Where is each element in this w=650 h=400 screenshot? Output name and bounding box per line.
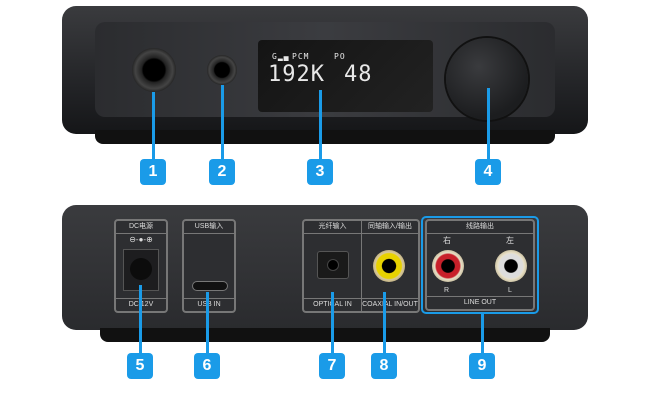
rca-left-port xyxy=(495,250,527,282)
badge-5: 5 xyxy=(127,353,153,379)
coaxial-port xyxy=(373,250,405,282)
coaxial-bottom-label: COAXIAL IN/OUT xyxy=(361,298,418,311)
headphone-jack-6-35 xyxy=(132,48,176,92)
usb-panel: USB输入 USB IN xyxy=(182,219,236,313)
optical-port xyxy=(317,251,349,279)
device-back-base xyxy=(100,328,550,342)
callout-line-2 xyxy=(221,85,224,162)
usb-c-port xyxy=(192,281,228,291)
lineout-bottom-label: LINE OUT xyxy=(427,296,533,309)
dc-title: DC电源 xyxy=(116,221,166,234)
usb-bottom-label: USB IN xyxy=(184,298,234,311)
badge-6: 6 xyxy=(194,353,220,379)
usb-title: USB输入 xyxy=(184,221,234,234)
callout-line-4 xyxy=(487,88,490,162)
digital-panel: 光纤输入 同轴输入/输出 OPTICAL IN COAXIAL IN/OUT xyxy=(302,219,420,313)
device-front-base xyxy=(95,130,555,144)
badge-7: 7 xyxy=(319,353,345,379)
headphone-jack-3-5 xyxy=(207,55,237,85)
right-cn-label: 右 xyxy=(443,236,451,245)
lineout-title: 线路输出 xyxy=(427,221,533,234)
right-label: R xyxy=(444,287,450,294)
coaxial-title: 同轴输入/输出 xyxy=(361,221,418,234)
callout-line-9 xyxy=(481,313,484,355)
badge-2: 2 xyxy=(209,159,235,185)
badge-8: 8 xyxy=(371,353,397,379)
sample-rate: 192K xyxy=(268,62,325,87)
signal-label: PCM xyxy=(292,52,310,61)
left-cn-label: 左 xyxy=(506,236,514,245)
badge-4: 4 xyxy=(475,159,501,185)
callout-line-7 xyxy=(331,292,334,355)
optical-title: 光纤输入 xyxy=(304,221,361,234)
signal-icon: G▂▄ xyxy=(272,52,290,61)
lineout-panel: 线路输出 右 左 R L LINE OUT xyxy=(425,219,535,311)
badge-9: 9 xyxy=(469,353,495,379)
mode-label: PO xyxy=(334,52,346,61)
callout-line-5 xyxy=(139,285,142,355)
polarity-icon: ⊖-●-⊕ xyxy=(129,235,153,244)
callout-line-8 xyxy=(383,292,386,355)
callout-line-1 xyxy=(152,92,155,162)
volume-level: 48 xyxy=(344,62,373,87)
left-label: L xyxy=(508,287,512,294)
callout-line-3 xyxy=(319,90,322,162)
badge-3: 3 xyxy=(307,159,333,185)
rca-right-port xyxy=(432,250,464,282)
display-screen: G▂▄ PCM PO 192K 48 xyxy=(258,40,433,112)
badge-1: 1 xyxy=(140,159,166,185)
callout-line-6 xyxy=(206,292,209,355)
lineout-highlight xyxy=(421,216,539,314)
